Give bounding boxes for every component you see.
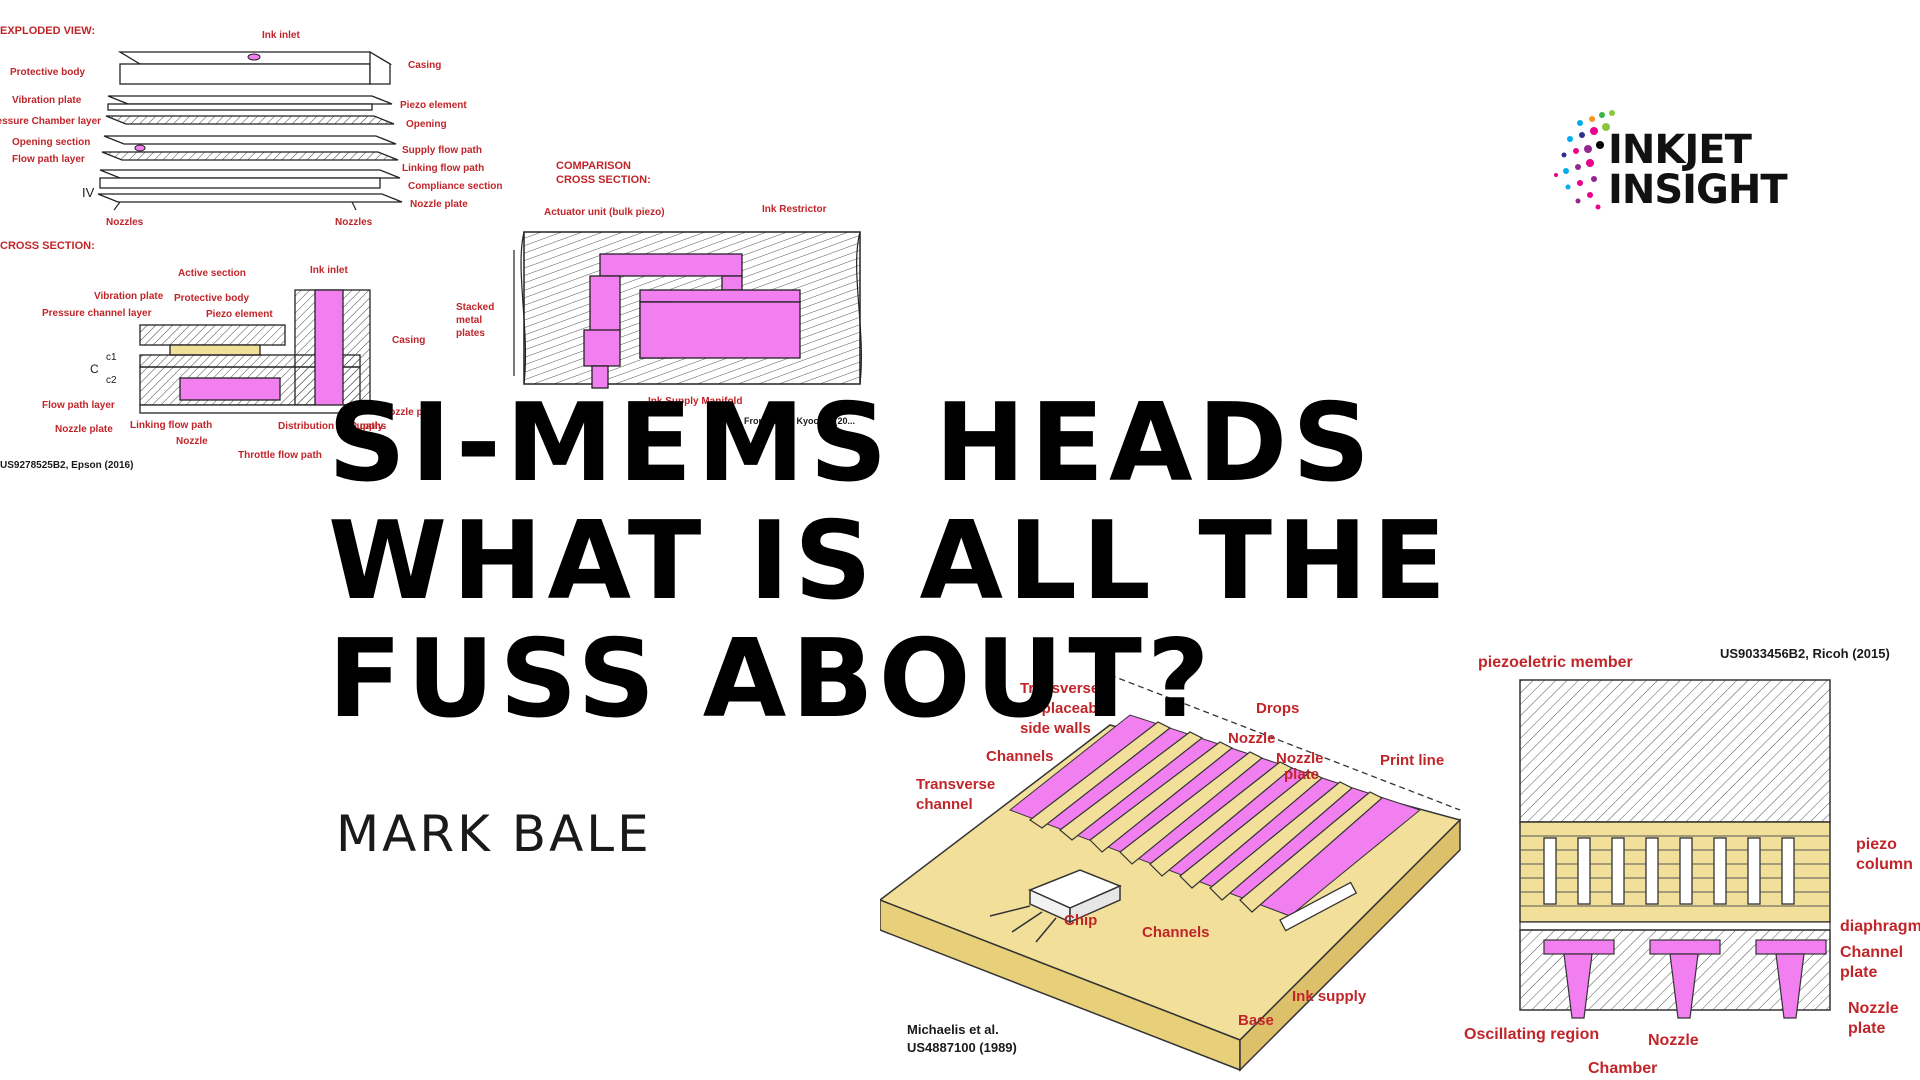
label-flow-path-layer-cs: Flow path layer: [42, 400, 115, 411]
label-vibration-plate: Vibration plate: [12, 95, 82, 106]
ricoh-drawing: [1519, 679, 1831, 1019]
michaelis-citation-1: Michaelis et al.: [907, 1022, 999, 1037]
label-side-walls-1: Transversely: [1020, 680, 1112, 697]
label-active-section: Active section: [178, 268, 246, 279]
label-pressure-chamber-layer: Pressure Chamber layer: [0, 116, 102, 127]
label-c2: c2: [106, 375, 117, 386]
label-nozzle-plate-left: Nozzle plate: [55, 424, 113, 435]
comparison-figure: COMPARISON CROSS SECTION: Actuator unit …: [456, 150, 870, 426]
label-nozzle-plate-ricoh-1: Nozzle: [1848, 1000, 1899, 1017]
label-opening: Opening: [406, 119, 447, 130]
label-channel-plate-1: Channel: [1840, 944, 1904, 961]
title-line-2: WHAT IS ALL THE: [328, 499, 1452, 624]
label-drops: Drops: [1256, 700, 1300, 717]
label-piezo-column-1: piezo: [1856, 836, 1897, 853]
label-piezo-element: Piezo element: [400, 100, 467, 111]
logo-dots-icon: [1554, 110, 1615, 210]
label-nozzle-sw: Nozzle: [1228, 730, 1276, 747]
exploded-view-heading: EXPLODED VIEW:: [0, 25, 96, 37]
label-nozzle-ricoh: Nozzle: [1648, 1032, 1699, 1049]
label-nozzle-plate: Nozzle plate: [410, 199, 468, 210]
label-nozzle-plate-sw-2: plate: [1284, 766, 1320, 783]
label-linking-flow-path: Linking flow path: [402, 163, 485, 174]
label-side-walls-2: displaceable: [1020, 700, 1111, 717]
label-chip: Chip: [1064, 912, 1098, 929]
label-channel-plate-2: plate: [1840, 964, 1878, 981]
label-nozzle-plate-ricoh-2: plate: [1848, 1020, 1886, 1037]
title-line-1: SI-MEMS HEADS: [328, 381, 1376, 506]
label-supply-flow-path: Supply flow path: [402, 145, 482, 156]
label-ink-restrictor: Ink Restrictor: [762, 204, 827, 215]
label-oscillating-region: Oscillating region: [1464, 1026, 1600, 1043]
comparison-heading-1: COMPARISON: [556, 160, 631, 172]
label-iv: IV: [82, 185, 95, 200]
label-opening-section: Opening section: [12, 137, 91, 148]
label-distribution-flow-paths: Distribution flow paths: [278, 421, 387, 432]
page-title: SI-MEMS HEADS WHAT IS ALL THE FUSS ABOUT…: [328, 385, 1451, 739]
label-stacked-2: metal: [456, 315, 483, 326]
label-flow-path-layer: Flow path layer: [12, 154, 85, 165]
comparison-drawing: [513, 231, 862, 389]
label-actuator-unit: Actuator unit (bulk piezo): [544, 207, 665, 218]
label-side-walls-3: side walls: [1020, 720, 1091, 737]
cross-section-drawing: [139, 289, 371, 414]
label-transverse-2: channel: [916, 796, 973, 813]
label-casing-cs: Casing: [392, 335, 426, 346]
label-piezo-member: piezoeletric member: [1478, 654, 1633, 671]
label-compliance-section: Compliance section: [408, 181, 503, 192]
label-pressure-channel-layer: Pressure channel layer: [42, 308, 152, 319]
inkjet-insight-logo: INKJET INSIGHT: [1550, 105, 1800, 215]
label-piezo-element-cs: Piezo element: [206, 309, 273, 320]
label-print-line: Print line: [1380, 752, 1445, 769]
label-linking-flow-path-cs: Linking flow path: [130, 420, 213, 431]
label-supply: Supply: [350, 421, 384, 432]
label-channels-bottom: Channels: [1142, 924, 1210, 941]
shared-wall-drawing: [880, 674, 1462, 1072]
label-stacked-1: Stacked: [456, 302, 495, 313]
comparison-heading-2: CROSS SECTION:: [556, 174, 651, 186]
label-c1: c1: [106, 352, 117, 363]
label-nozzle-plate-sw-1: Nozzle: [1276, 750, 1324, 767]
logo-wordmark: INKJET INSIGHT: [1608, 127, 1788, 213]
label-ink-inlet: Ink inlet: [262, 30, 300, 41]
epson-patent-figure: EXPLODED VIEW: Ink inlet Casing Protecti…: [0, 0, 520, 480]
ricoh-citation: US9033456B2, Ricoh (2015): [1720, 646, 1890, 661]
label-ink-inlet-cs: Ink inlet: [310, 265, 348, 276]
label-casing: Casing: [408, 60, 442, 71]
label-throttle-flow-path: Throttle flow path: [238, 450, 322, 461]
ricoh-figure: US9033456B2, Ricoh (2015) piezoeletric m…: [1460, 640, 1920, 1080]
epson-citation: US9278525B2, Epson (2016): [0, 460, 134, 471]
label-nozzles-right: Nozzles: [335, 217, 373, 228]
label-diaphragm: diaphragm: [1840, 918, 1920, 935]
label-protective-body: Protective body: [10, 67, 86, 78]
label-nozzles-left: Nozzles: [106, 217, 144, 228]
label-base: Base: [1238, 1012, 1274, 1029]
comparison-source: From ...760, Kyocera (20...: [744, 416, 856, 426]
label-channels-top: Channels: [986, 748, 1054, 765]
michaelis-citation-2: US4887100 (1989): [907, 1040, 1017, 1055]
label-chamber: Chamber: [1588, 1060, 1658, 1077]
title-line-3: FUSS ABOUT?: [328, 617, 1215, 742]
label-nozzle-cs: Nozzle: [176, 436, 208, 447]
label-ink-supply: Ink supply: [1292, 988, 1367, 1005]
label-stacked-3: plates: [456, 328, 485, 339]
label-ink-supply-manifold: Ink Supply Manifold: [648, 396, 743, 407]
label-transverse-1: Transverse: [916, 776, 996, 793]
shared-wall-figure: Transversely displaceable side walls Cha…: [880, 670, 1480, 1080]
author-name: MARK BALE: [336, 805, 652, 863]
label-vibration-plate-cs: Vibration plate: [94, 291, 164, 302]
label-piezo-column-2: column: [1856, 856, 1913, 873]
cross-section-heading: CROSS SECTION:: [0, 240, 95, 252]
label-c: C: [90, 362, 99, 376]
logo-line-1: INKJET: [1608, 127, 1752, 173]
label-nozzle-plate-right: Nozzle plate: [382, 407, 440, 418]
label-protective-body-cs: Protective body: [174, 293, 250, 304]
logo-line-2: INSIGHT: [1608, 167, 1788, 213]
exploded-view-drawing: [97, 50, 403, 211]
